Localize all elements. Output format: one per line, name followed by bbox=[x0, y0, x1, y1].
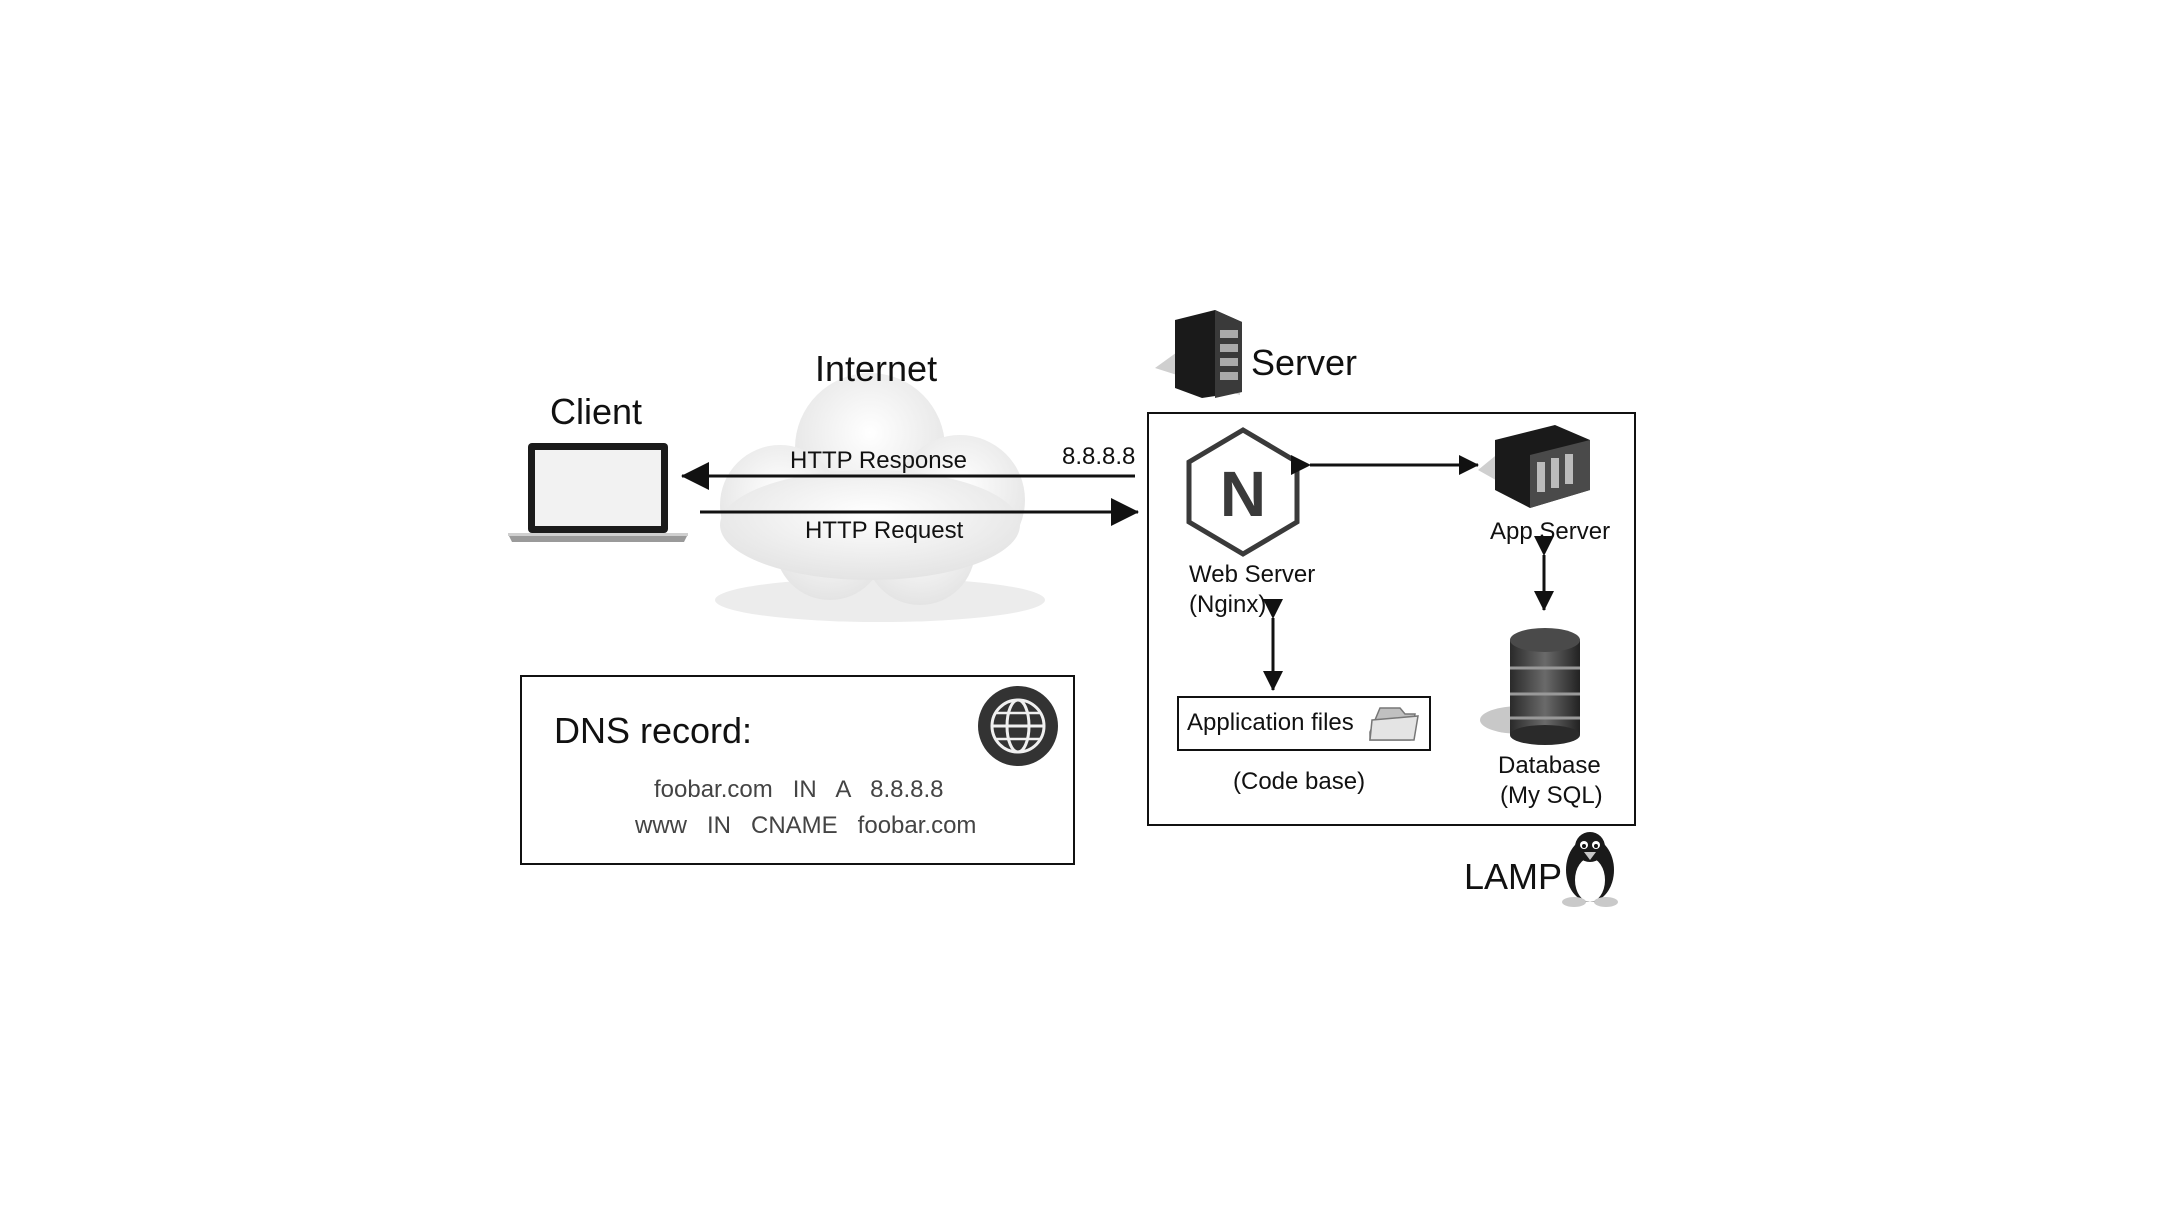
nginx-letter: N bbox=[1220, 458, 1266, 530]
database-sublabel: (My SQL) bbox=[1500, 782, 1603, 809]
server-label: Server bbox=[1251, 342, 1358, 383]
application-files-label: Application files bbox=[1187, 709, 1354, 736]
client-label: Client bbox=[550, 391, 643, 432]
globe-icon bbox=[978, 686, 1058, 766]
internet-label: Internet bbox=[815, 348, 938, 389]
server-box bbox=[1147, 412, 1636, 826]
folder-icon bbox=[1369, 707, 1419, 741]
nginx-icon: N bbox=[1186, 427, 1300, 557]
cloud-icon bbox=[715, 373, 1045, 622]
dns-record-line-1: foobar.com IN A 8.8.8.8 bbox=[654, 776, 944, 803]
lamp-label: LAMP bbox=[1464, 856, 1563, 897]
server-rack-icon bbox=[1155, 310, 1242, 398]
dns-record-title: DNS record: bbox=[554, 710, 753, 751]
linux-penguin-icon bbox=[1562, 832, 1618, 907]
dns-record-line-2: www IN CNAME foobar.com bbox=[635, 812, 977, 839]
http-response-label: HTTP Response bbox=[790, 447, 967, 474]
laptop-icon bbox=[508, 443, 688, 542]
http-request-label: HTTP Request bbox=[805, 517, 964, 544]
web-server-sublabel: (Nginx) bbox=[1189, 591, 1267, 618]
web-server-label: Web Server bbox=[1189, 561, 1316, 588]
database-label: Database bbox=[1498, 752, 1601, 779]
application-files-box bbox=[1177, 696, 1431, 751]
app-server-label: App Server bbox=[1490, 518, 1611, 545]
database-icon bbox=[1480, 628, 1580, 745]
app-server-icon bbox=[1478, 425, 1590, 508]
dns-record-box bbox=[520, 675, 1075, 865]
ip-address-label: 8.8.8.8 bbox=[1062, 443, 1136, 470]
code-base-label: (Code base) bbox=[1233, 768, 1366, 795]
